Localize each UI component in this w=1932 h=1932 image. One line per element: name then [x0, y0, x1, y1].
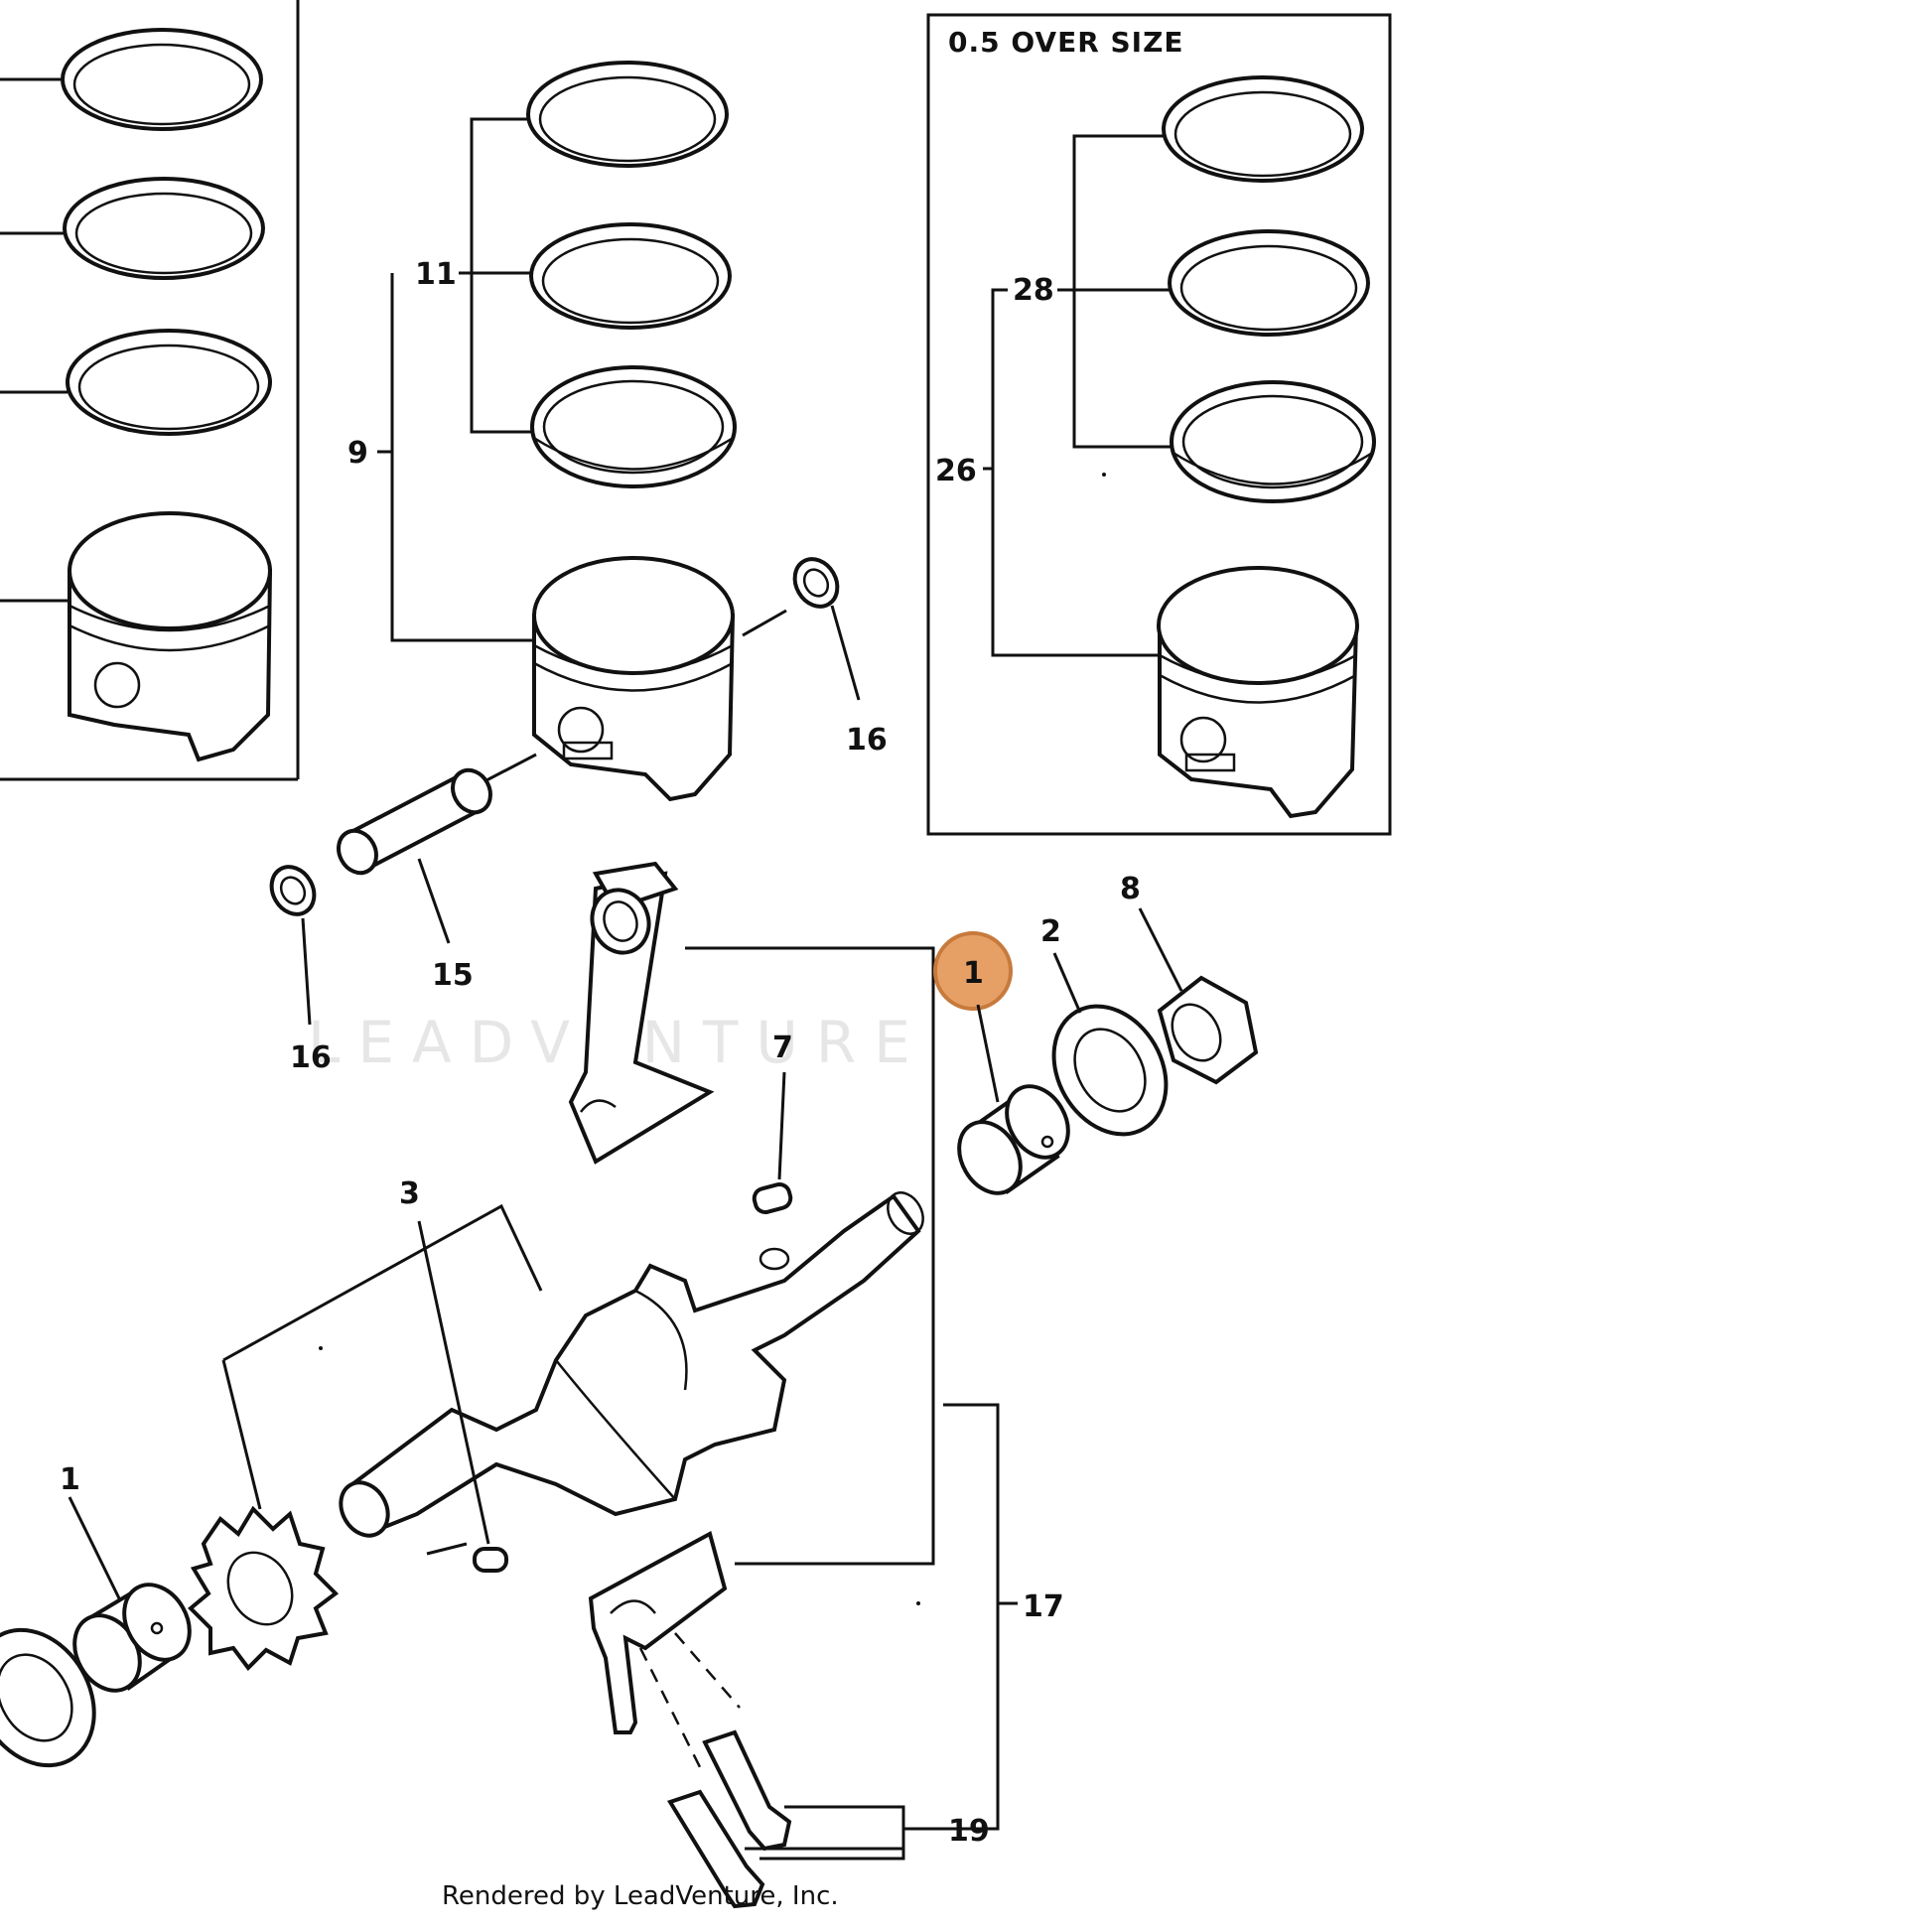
oversize-box: 0.5 OVER SIZE 28 26 [926, 13, 1392, 836]
oversize-ring-top[interactable] [1162, 75, 1364, 183]
left-ring-1[interactable] [61, 28, 263, 131]
rod-bolt-2[interactable] [666, 1789, 765, 1909]
nut-8[interactable] [1157, 975, 1259, 1085]
oversize-ring-second[interactable] [1168, 229, 1370, 337]
standard-piston-set: 11 9 16 15 16 [263, 61, 888, 1075]
oil-seal-right[interactable] [1032, 986, 1188, 1155]
rod-bolt-1[interactable] [702, 1729, 792, 1852]
piston-ring-second[interactable] [529, 222, 732, 330]
woodruff-key-lower[interactable] [473, 1547, 508, 1573]
label-16-left[interactable]: 16 [290, 1040, 332, 1075]
left-ring-2[interactable] [63, 177, 265, 280]
label-15[interactable]: 15 [432, 958, 474, 993]
timing-gear[interactable] [188, 1505, 340, 1672]
circlip-left[interactable] [263, 859, 323, 921]
piston-ring-oil[interactable] [530, 365, 737, 488]
label-9[interactable]: 9 [347, 436, 368, 471]
label-11[interactable]: 11 [415, 257, 457, 292]
label-3[interactable]: 3 [399, 1176, 420, 1211]
main-bearing-left[interactable] [62, 1573, 203, 1702]
piston[interactable] [532, 556, 736, 802]
oversize-ring-oil[interactable] [1170, 380, 1376, 503]
credit-text: Rendered by LeadVenture, Inc. [442, 1881, 839, 1911]
label-1-highlighted[interactable]: 1 [963, 956, 984, 991]
connecting-rod[interactable] [568, 861, 715, 1165]
label-8[interactable]: 8 [1120, 872, 1141, 906]
left-ring-3[interactable] [66, 329, 272, 436]
label-19[interactable]: 19 [948, 1814, 990, 1849]
oil-seal-left[interactable] [0, 1608, 118, 1787]
piston-pin[interactable] [332, 763, 497, 880]
label-16-right[interactable]: 16 [846, 723, 888, 758]
oversize-frame [926, 13, 1392, 836]
label-1[interactable]: 1 [60, 1462, 80, 1497]
oversize-piston[interactable] [1157, 566, 1359, 819]
highlight-marker[interactable] [933, 931, 1013, 1011]
piston-ring-top[interactable] [526, 61, 729, 168]
label-28[interactable]: 28 [1013, 273, 1054, 308]
rod-cap[interactable] [588, 1531, 728, 1734]
label-17[interactable]: 17 [1023, 1589, 1064, 1624]
left-piston[interactable] [68, 511, 273, 762]
label-7[interactable]: 7 [772, 1031, 793, 1065]
left-piston-set [0, 0, 300, 781]
label-2[interactable]: 2 [1040, 914, 1061, 949]
oversize-title: 0.5 OVER SIZE [948, 26, 1184, 59]
woodruff-key-upper[interactable] [752, 1181, 793, 1215]
circlip-right[interactable] [786, 551, 846, 614]
label-26[interactable]: 26 [935, 454, 977, 488]
main-bearing-right[interactable] [947, 1075, 1080, 1204]
crankshaft[interactable] [332, 1186, 930, 1544]
